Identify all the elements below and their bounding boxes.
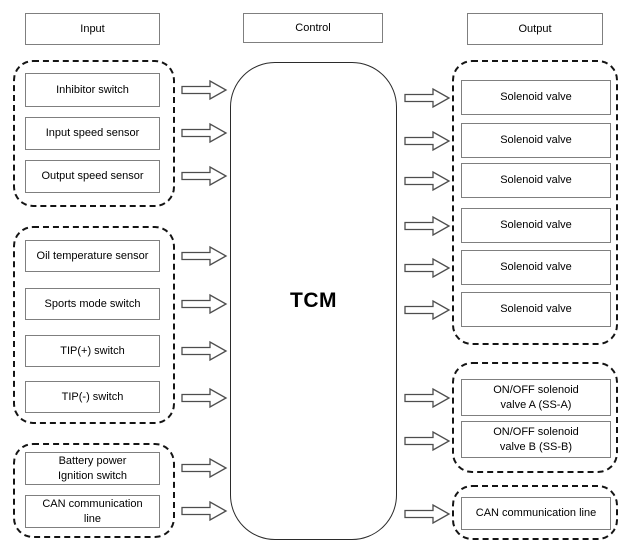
output-box-solenoid-valve-3: Solenoid valve <box>461 163 611 198</box>
input-box-output-speed-sensor: Output speed sensor <box>25 160 160 193</box>
input-flow-arrow-6 <box>181 340 228 362</box>
output-flow-arrow-7 <box>404 387 451 409</box>
output-flow-arrow-8 <box>404 430 451 452</box>
input-flow-arrow-7 <box>181 387 228 409</box>
output-box-solenoid-valve-2: Solenoid valve <box>461 123 611 158</box>
output-box-solenoid-valve-4: Solenoid valve <box>461 208 611 243</box>
input-flow-arrow-9 <box>181 500 228 522</box>
output-box-solenoid-valve-1: Solenoid valve <box>461 80 611 115</box>
tcm-label: TCM <box>290 289 337 312</box>
input-flow-arrow-2 <box>181 122 228 144</box>
input-box-battery-power-ignition-switch: Battery power Ignition switch <box>25 452 160 485</box>
output-group-can <box>452 485 618 540</box>
output-flow-arrow-1 <box>404 87 451 109</box>
input-group-power-can <box>13 443 175 538</box>
tcm-control-block: TCM <box>230 62 397 540</box>
output-box-solenoid-valve-6: Solenoid valve <box>461 292 611 327</box>
input-group-mode-switches <box>13 226 175 424</box>
input-box-can-communication-line: CAN communication line <box>25 495 160 528</box>
output-box-solenoid-valve-5: Solenoid valve <box>461 250 611 285</box>
input-box-tip-minus-switch: TIP(-) switch <box>25 381 160 413</box>
input-box-oil-temperature-sensor: Oil temperature sensor <box>25 240 160 272</box>
input-flow-arrow-3 <box>181 165 228 187</box>
output-flow-arrow-5 <box>404 257 451 279</box>
input-box-sports-mode-switch: Sports mode switch <box>25 288 160 320</box>
input-flow-arrow-1 <box>181 79 228 101</box>
input-box-input-speed-sensor: Input speed sensor <box>25 117 160 150</box>
input-group-speed-sensors <box>13 60 175 207</box>
output-flow-arrow-2 <box>404 130 451 152</box>
output-box-onoff-solenoid-valve-a: ON/OFF solenoid valve A (SS-A) <box>461 379 611 416</box>
output-column-header: Output <box>467 13 603 45</box>
output-flow-arrow-9 <box>404 503 451 525</box>
control-column-header: Control <box>243 13 383 43</box>
input-column-header: Input <box>25 13 160 45</box>
output-box-can-communication-line: CAN communication line <box>461 497 611 530</box>
input-flow-arrow-4 <box>181 245 228 267</box>
input-flow-arrow-8 <box>181 457 228 479</box>
output-box-onoff-solenoid-valve-b: ON/OFF solenoid valve B (SS-B) <box>461 421 611 458</box>
output-group-solenoid-valves <box>452 60 618 345</box>
output-flow-arrow-6 <box>404 299 451 321</box>
input-box-inhibitor-switch: Inhibitor switch <box>25 73 160 107</box>
output-flow-arrow-3 <box>404 170 451 192</box>
output-flow-arrow-4 <box>404 215 451 237</box>
input-box-tip-plus-switch: TIP(+) switch <box>25 335 160 367</box>
input-flow-arrow-5 <box>181 293 228 315</box>
output-group-onoff-solenoids <box>452 362 618 473</box>
